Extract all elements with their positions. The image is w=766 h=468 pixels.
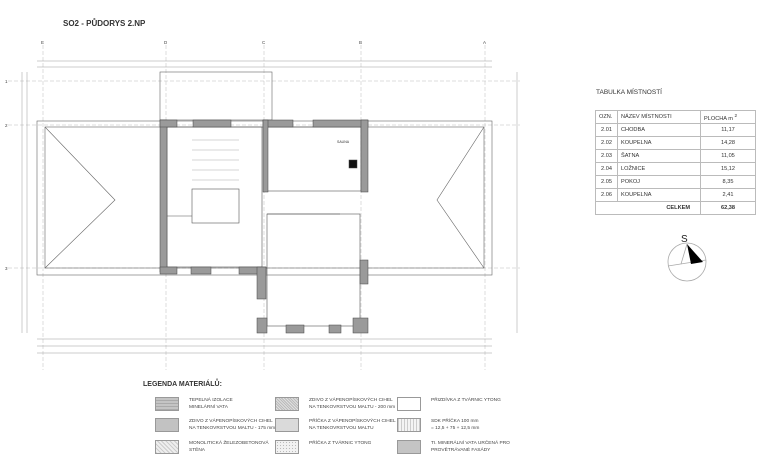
legend-item: PŘIZDÍVKA Z TVÁRNIC YTONG xyxy=(397,397,521,411)
legend-swatch xyxy=(397,418,421,432)
room-table-title: TABULKA MÍSTNOSTÍ xyxy=(596,89,662,96)
grid-label-1: 1 xyxy=(5,79,8,84)
grid-label-3: 3 xyxy=(5,266,8,271)
north-arrow-icon xyxy=(667,242,707,282)
header-area: PLOCHA m 2 xyxy=(700,110,756,124)
legend-swatch xyxy=(397,397,421,411)
grid-label-b: B xyxy=(359,40,362,45)
legend-swatch xyxy=(155,418,179,432)
legend-swatch xyxy=(155,440,179,454)
legend-title: LEGENDA MATERIÁLŮ: xyxy=(143,381,222,388)
grid-label-a: A xyxy=(483,40,486,45)
grid-label-c: C xyxy=(262,40,266,45)
legend-swatch xyxy=(275,418,299,432)
grid-lines xyxy=(8,45,520,370)
table-total-row: CELKEM 62,38 xyxy=(595,201,756,215)
legend-swatch xyxy=(397,440,421,454)
header-ozn: OZN. xyxy=(595,110,618,124)
table-header: OZN. NÁZEV MÍSTNOSTI PLOCHA m 2 xyxy=(595,110,756,124)
north-arrow-label: S xyxy=(681,234,688,245)
drawing-title: SO2 - PŮDORYS 2.NP xyxy=(63,19,146,28)
legend-item: PŘÍČKA Z TVÁRNIC YTONG xyxy=(275,440,399,454)
header-name: NÁZEV MÍSTNOSTI xyxy=(617,110,701,124)
legend-swatch xyxy=(275,397,299,411)
legend-swatch xyxy=(155,397,179,411)
total-value: 62,38 xyxy=(700,201,756,215)
dimension-lines xyxy=(21,60,518,354)
total-label: CELKEM xyxy=(595,201,701,215)
grid-label-d: D xyxy=(164,40,168,45)
grid-label-e: E xyxy=(41,40,44,45)
room-label-sauna: SAUNA xyxy=(337,140,350,144)
legend-swatch xyxy=(275,440,299,454)
legend-item: SDK PŘÍČKA 100 mm= 12,5 + 75 + 12,5 mm xyxy=(397,418,521,432)
load-bearing-walls xyxy=(159,119,369,334)
grid-label-2: 2 xyxy=(5,123,8,128)
